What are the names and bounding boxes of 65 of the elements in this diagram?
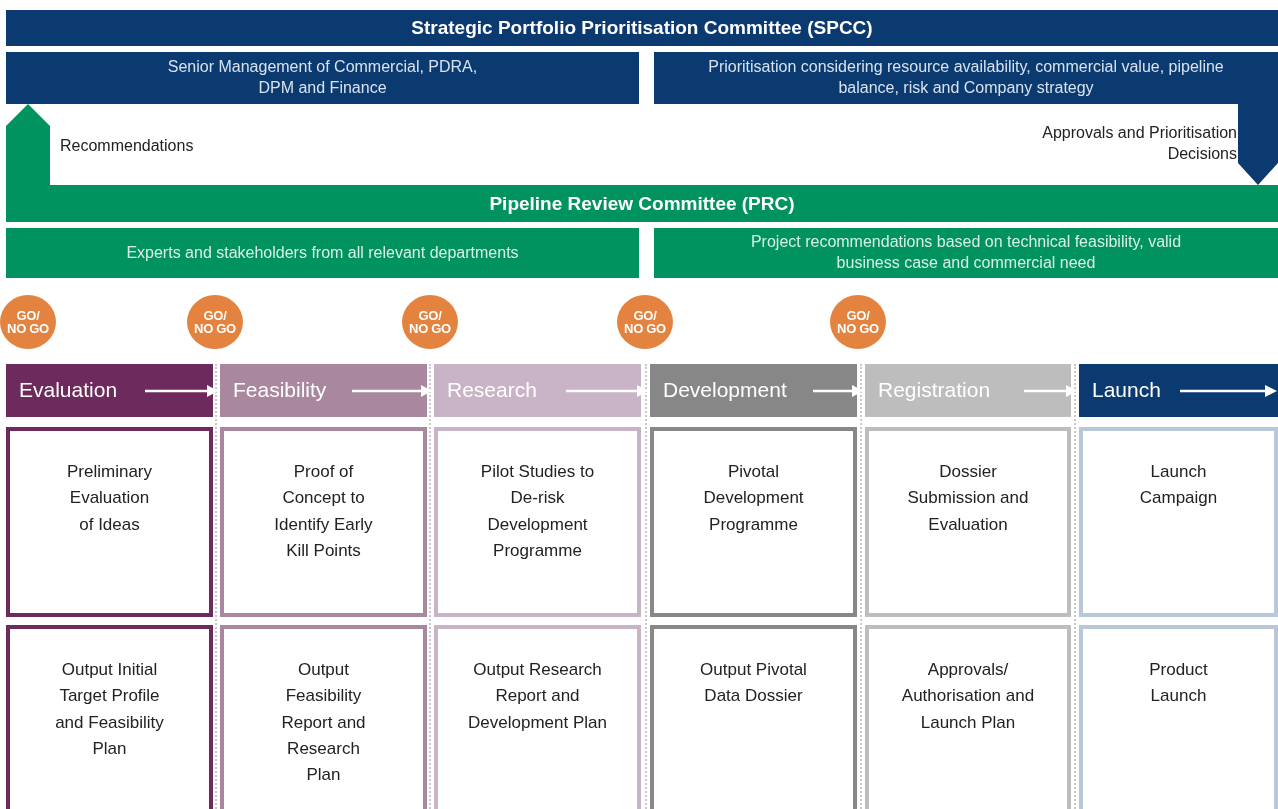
node-text: Output Research Report and Development Plan [467, 659, 608, 734]
stage-box [650, 427, 857, 617]
node-text: GO/ NO GO [623, 309, 667, 335]
output-box [1079, 625, 1278, 809]
node-text: Pilot Studies to De-risk Development Programme [479, 461, 596, 563]
node-text: Dossier Submission and Evaluation [906, 461, 1030, 536]
phase-header [434, 364, 641, 417]
committee-band [6, 185, 1278, 222]
output-box [220, 625, 427, 809]
node-text: GO/ NO GO [408, 309, 452, 335]
node-text: Evaluation [19, 377, 118, 404]
node-text: GO/ NO GO [193, 309, 237, 335]
go-no-go-circle [187, 295, 243, 349]
arrow [145, 385, 218, 397]
stage-box [220, 427, 427, 617]
node-text: Experts and stakeholders from all relevant departments [126, 243, 519, 264]
stage-box [434, 427, 641, 617]
node-text: Registration [878, 377, 991, 404]
block-arrow [1238, 104, 1278, 185]
node-text: GO/ NO GO [6, 309, 50, 335]
phase-header [6, 364, 213, 417]
arrow [813, 385, 863, 397]
arrow [566, 385, 648, 397]
go-no-go-circle [0, 295, 56, 349]
node-text: Pipeline Review Committee (PRC) [489, 191, 795, 216]
node-text: Output Feasibility Report and Research Plan [280, 659, 367, 787]
phase-header [865, 364, 1071, 417]
arrow [1024, 385, 1077, 397]
arrow [352, 385, 432, 397]
node-text: Project recommendations based on technical feasibility, valid business case and commercial need [749, 232, 1183, 273]
node-text: Pivotal Development Programme [702, 461, 805, 536]
go-no-go-circle [617, 295, 673, 349]
output-box [434, 625, 641, 809]
node-text: Strategic Portfolio Prioritisation Committee (SPCC) [411, 16, 873, 41]
go-no-go-circle [830, 295, 886, 349]
stage-box [865, 427, 1071, 617]
node-text: Proof of Concept to Identify Early Kill Points [273, 461, 374, 563]
phase-header [1079, 364, 1278, 417]
committee-band [6, 10, 1278, 46]
node-text: Output Pivotal Data Dossier [699, 659, 808, 708]
output-box [650, 625, 857, 809]
output-box [865, 625, 1071, 809]
node-text: Product Launch [1148, 659, 1209, 708]
node-text: Feasibility [233, 377, 327, 404]
output-box [6, 625, 213, 809]
node-text: Launch Campaign [1138, 461, 1219, 510]
stage-box [1079, 427, 1278, 617]
node-text: GO/ NO GO [836, 309, 880, 335]
node-text: Development [663, 377, 787, 404]
phase-header [220, 364, 427, 417]
info-box [6, 52, 639, 104]
node-text: Approvals/ Authorisation and Launch Plan [900, 659, 1036, 734]
phase-header [650, 364, 857, 417]
node-text: Senior Management of Commercial, PDRA, DPM and Finance [166, 57, 479, 98]
info-box [6, 228, 639, 278]
go-no-go-circle [402, 295, 458, 349]
node-text: Preliminary Evaluation of Ideas [66, 461, 153, 536]
info-box [654, 52, 1278, 104]
node-text: Launch [1092, 377, 1161, 404]
info-box [654, 228, 1278, 278]
stage-box [6, 427, 213, 617]
node-text: Research [447, 377, 537, 404]
block-arrow [6, 104, 50, 185]
node-text: Output Initial Target Profile and Feasibility Plan [54, 659, 165, 761]
node-text: Prioritisation considering resource availability, commercial value, pipeline balance, risk and Company strategy [707, 57, 1225, 98]
